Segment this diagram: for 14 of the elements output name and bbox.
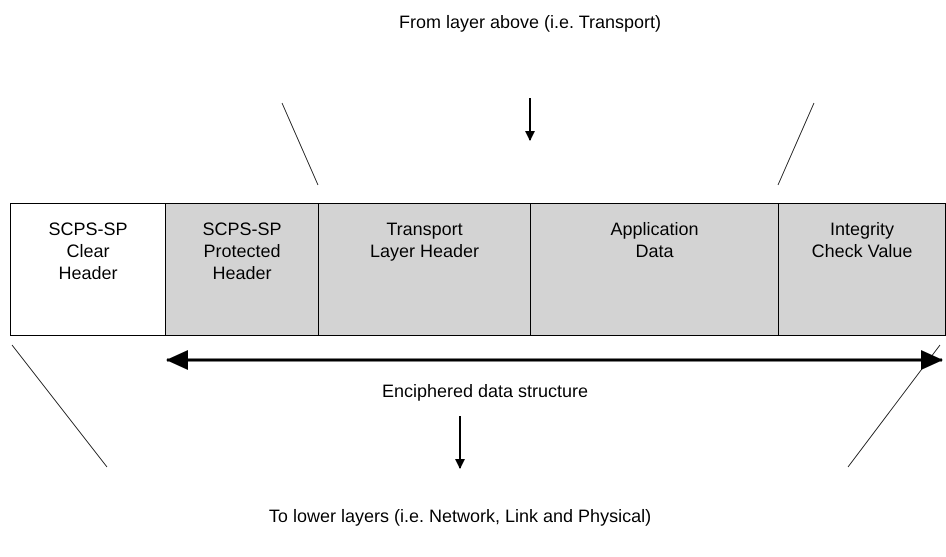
layer-caption: To lower layers (i.e. Network, Link and Physical) [268, 506, 652, 527]
field-box [165, 203, 319, 336]
field-box [530, 203, 779, 336]
span-caption: Enciphered data structure [382, 381, 588, 402]
field-box [318, 203, 531, 336]
double-arrow [166, 350, 943, 370]
layer-caption: From layer above (i.e. Transport) [398, 12, 662, 33]
field-label: Integrity Check Value [810, 218, 914, 262]
field-label: SCPS-SP Protected Header [201, 218, 283, 284]
field-box [778, 203, 946, 336]
field-label: SCPS-SP Clear Header [48, 218, 128, 284]
field-label: Application Data [609, 218, 700, 262]
field-box [10, 203, 166, 336]
field-label: Transport Layer Header [368, 218, 480, 262]
